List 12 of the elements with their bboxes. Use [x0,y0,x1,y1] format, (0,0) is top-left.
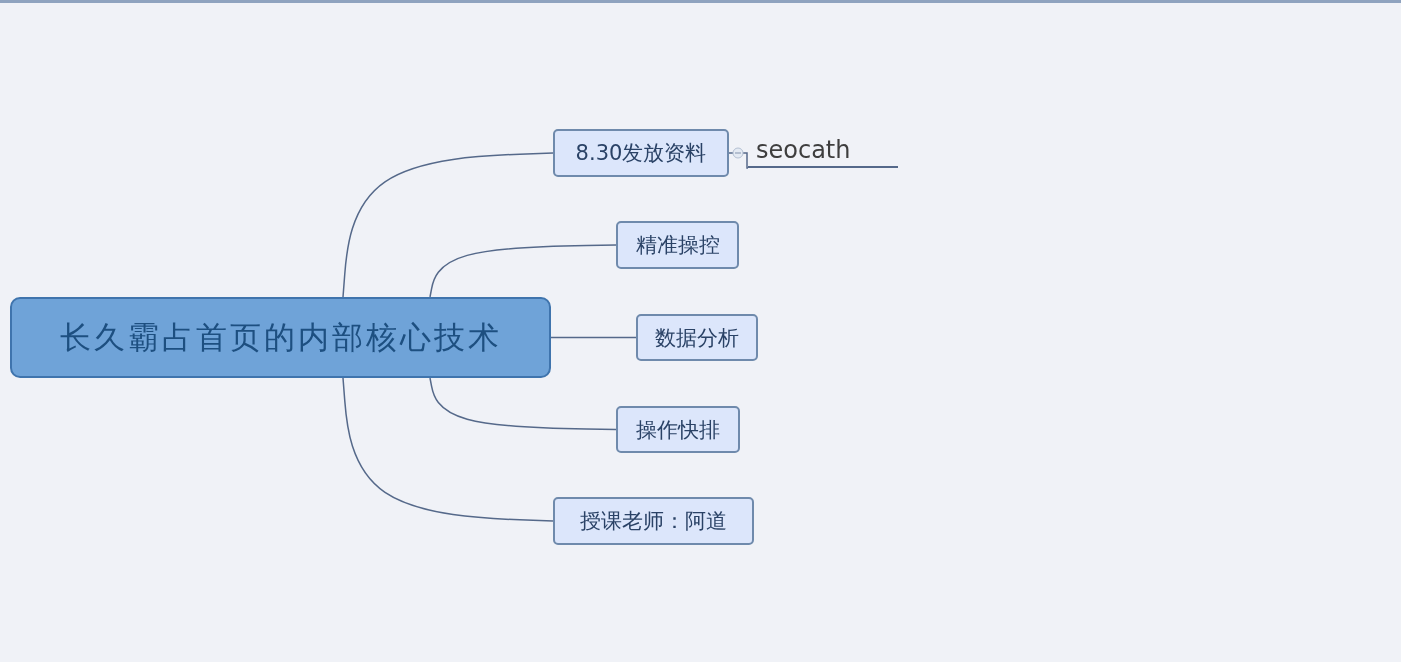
central-topic-box: 长久霸占首页的内部核心技术 [10,297,551,378]
connector-line [429,244,617,298]
connector-line [342,152,554,298]
topic-box: 数据分析 [636,314,758,361]
connector-line [550,336,637,339]
connector-line [342,377,554,522]
topic-box: 授课老师：阿道 [553,497,754,545]
subtopic-text: seocath [748,134,898,168]
topic-box: 8.30发放资料 [553,129,729,177]
topic-box: 精准操控 [616,221,739,269]
connector-line [429,377,617,431]
topic-box: 操作快排 [616,406,740,453]
